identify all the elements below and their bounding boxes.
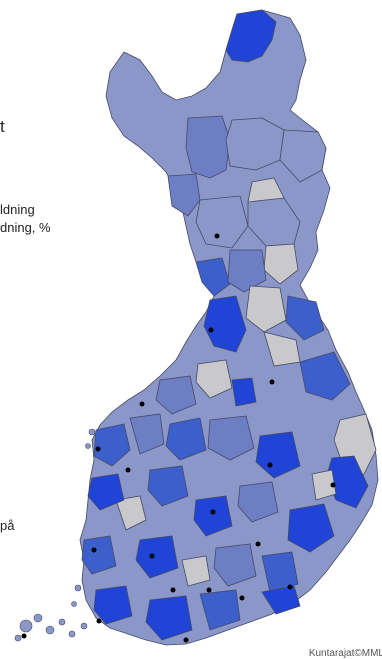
city-dot-icon [21,633,27,639]
archipelago [14,428,96,642]
city-dot-icon [206,587,212,593]
region-gray [115,495,147,531]
city-dot-icon [183,637,189,643]
region [261,551,299,593]
region [225,117,285,171]
region [167,173,201,217]
city-dot-icon [214,233,220,239]
city-dot-icon [208,327,214,333]
city-dots [21,233,336,643]
region-gray [195,359,233,399]
region [193,495,233,537]
region [185,115,231,179]
city-dot-icon [210,509,216,515]
region [129,413,165,455]
region [147,465,189,507]
region [285,295,325,341]
region [145,595,193,641]
city-dot-icon [255,541,261,547]
region [231,377,257,407]
region [93,423,131,467]
region-gray [181,555,211,587]
region [287,503,335,553]
region [155,375,197,415]
city-dot-icon [170,587,176,593]
region [207,415,255,461]
map-credit: Kuntarajat©MML [308,648,382,659]
region-gray [245,285,287,333]
region [195,195,249,249]
region [135,535,179,579]
region [165,417,207,461]
region [279,129,327,183]
region-gray [311,469,337,501]
city-dot-icon [139,401,145,407]
region [261,585,301,615]
region [195,257,231,297]
legend-fragment-line2: dning, % [0,220,51,235]
city-dot-icon [149,553,155,559]
city-dot-icon [267,462,273,468]
region [203,295,247,353]
region [299,351,351,401]
legend-fragment-bottom: på [0,518,15,533]
region [87,473,125,511]
city-dot-icon [96,618,102,624]
city-dot-icon [125,467,131,473]
region [93,585,133,625]
region [199,589,241,631]
region [237,481,279,523]
region [255,431,301,479]
city-dot-icon [239,595,245,601]
region [81,535,117,575]
city-dot-icon [95,446,101,452]
city-dot-icon [91,547,97,553]
legend-fragment-top: t [0,117,5,136]
region [213,543,257,587]
city-dot-icon [269,379,275,385]
city-dot-icon [287,584,293,590]
city-dot-icon [330,482,336,488]
legend-fragment-line1: ldning [0,202,35,217]
region-north-tip [225,9,277,63]
